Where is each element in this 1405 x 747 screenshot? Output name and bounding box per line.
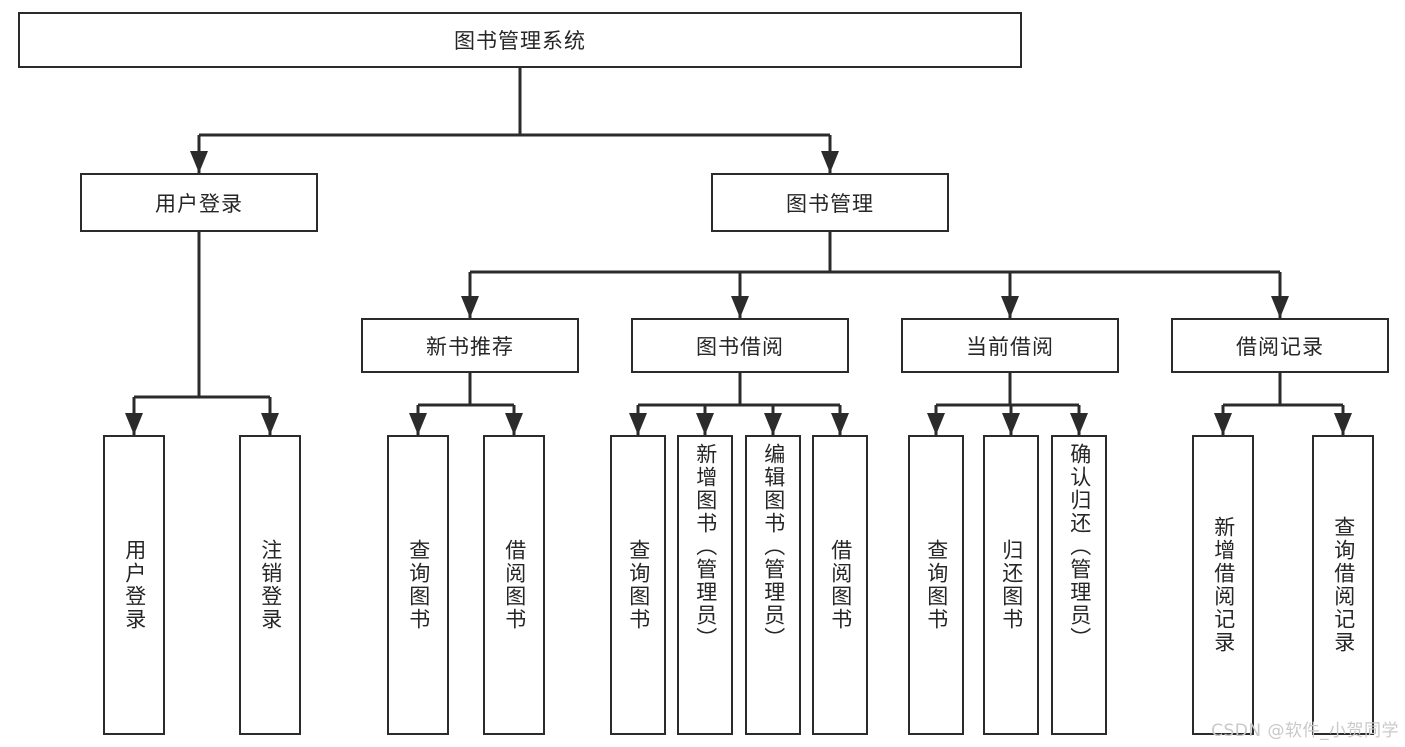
node-label: 注销登录: [258, 539, 283, 631]
node-l-ret: 归还图书: [983, 435, 1039, 735]
node-l-addrec: 新增借阅记录: [1192, 435, 1254, 735]
node-l-login: 用户登录: [103, 435, 165, 735]
node-l-edit: 编辑图书（管理员）: [745, 435, 801, 735]
node-current: 当前借阅: [901, 318, 1119, 373]
node-label: 用户登录: [122, 539, 147, 631]
node-l-q1: 查询图书: [387, 435, 449, 735]
node-records: 借阅记录: [1171, 318, 1389, 373]
node-label: 确认归还（管理员）: [1067, 443, 1092, 650]
node-l-qrec: 查询借阅记录: [1312, 435, 1374, 735]
node-label: 图书管理系统: [454, 29, 586, 53]
node-label: 归还图书: [999, 539, 1024, 631]
node-label: 新增图书（管理员）: [693, 443, 718, 650]
node-label: 借阅记录: [1236, 334, 1324, 359]
node-label: 借阅图书: [828, 539, 853, 631]
node-borrow: 图书借阅: [631, 318, 849, 373]
node-bookmgmt: 图书管理: [711, 173, 949, 232]
node-l-logout: 注销登录: [239, 435, 301, 735]
node-l-confirm: 确认归还（管理员）: [1051, 435, 1107, 735]
node-label: 查询图书: [924, 539, 949, 631]
node-label: 图书管理: [786, 191, 874, 216]
node-l-q3: 查询图书: [908, 435, 964, 735]
node-label: 新书推荐: [426, 334, 514, 359]
node-label: 新增借阅记录: [1211, 516, 1236, 654]
node-root: 图书管理系统: [18, 12, 1022, 68]
node-label: 查询图书: [406, 539, 431, 631]
node-login: 用户登录: [80, 173, 318, 232]
node-newbook: 新书推荐: [361, 318, 579, 373]
node-label: 当前借阅: [966, 334, 1054, 359]
node-label: 图书借阅: [696, 334, 784, 359]
node-label: 借阅图书: [502, 539, 527, 631]
node-label: 用户登录: [155, 191, 243, 216]
node-l-q2: 查询图书: [610, 435, 666, 735]
node-l-b1: 借阅图书: [483, 435, 545, 735]
node-l-add: 新增图书（管理员）: [677, 435, 733, 735]
node-l-b2: 借阅图书: [812, 435, 868, 735]
node-label: 查询图书: [626, 539, 651, 631]
node-label: 查询借阅记录: [1331, 516, 1356, 654]
node-label: 编辑图书（管理员）: [761, 443, 786, 650]
